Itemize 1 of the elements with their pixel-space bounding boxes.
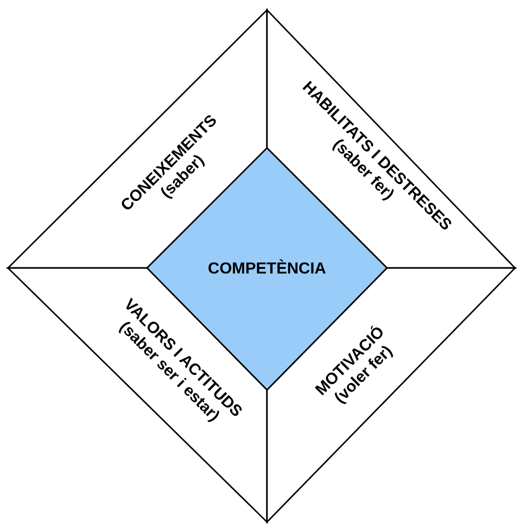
heading-text: COMPETÈNCIA <box>208 260 326 278</box>
